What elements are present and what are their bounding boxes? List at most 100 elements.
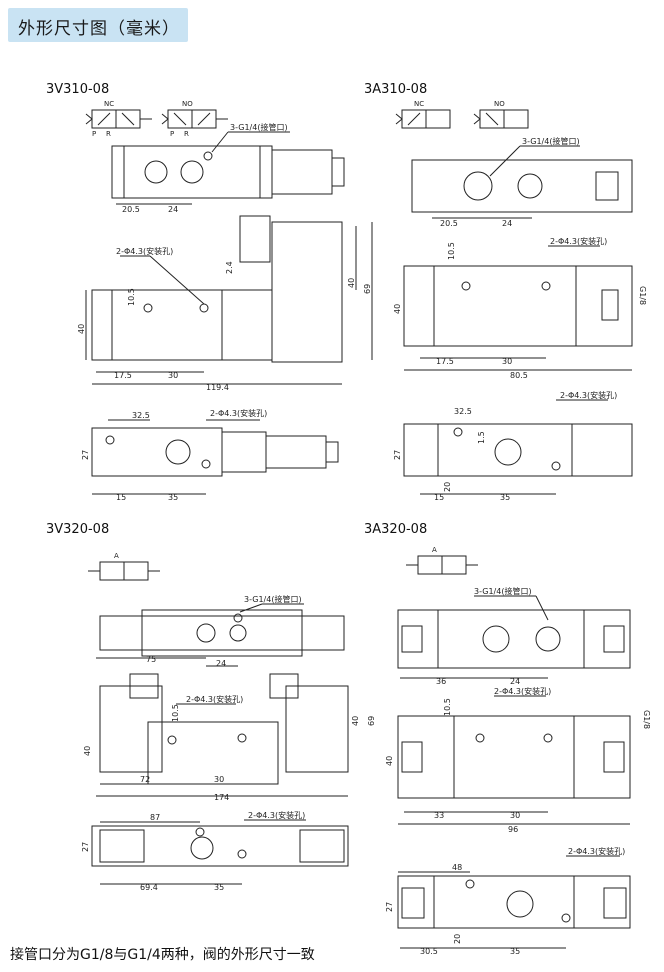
dim-40: 40 bbox=[83, 746, 92, 756]
symbol-label-r: R bbox=[184, 130, 189, 138]
dim-32-5: 32.5 bbox=[454, 407, 472, 416]
dim-87: 87 bbox=[150, 813, 160, 822]
dim-40: 40 bbox=[347, 278, 356, 288]
valve-body-front bbox=[91, 289, 273, 361]
dim-20: 20 bbox=[453, 934, 462, 944]
valve-body-top bbox=[411, 159, 633, 213]
annotation-port: 3-G1/4(接管口) bbox=[522, 136, 580, 146]
dim-96: 96 bbox=[508, 825, 518, 834]
dim-30: 30 bbox=[168, 371, 178, 380]
symbol-label-p: P bbox=[170, 130, 174, 138]
dim-10-5: 10.5 bbox=[443, 698, 452, 716]
dim-27: 27 bbox=[385, 902, 394, 912]
dim-20-5: 20.5 bbox=[440, 219, 458, 228]
dim-40: 40 bbox=[77, 324, 86, 334]
dim-27: 27 bbox=[81, 842, 90, 852]
dim-32-5: 32.5 bbox=[132, 411, 150, 420]
annotation-mount-hole: 2-Φ4.3(安装孔) bbox=[116, 246, 173, 256]
dim-1-5: 1.5 bbox=[477, 431, 486, 444]
valve-body-front bbox=[403, 265, 633, 347]
model-label-3v310: 3V310-08 bbox=[46, 82, 110, 97]
annotation-mount-hole: 2-Φ4.3(安装孔) bbox=[186, 694, 243, 704]
model-label-3a310: 3A310-08 bbox=[364, 82, 428, 97]
annotation-mount-hole: 2-Φ4.3(安装孔) bbox=[210, 408, 267, 418]
dim-24: 24 bbox=[168, 205, 178, 214]
annotation-mount-hole: 2-Φ4.3(安装孔) bbox=[568, 846, 625, 856]
dim-33: 33 bbox=[434, 811, 444, 820]
annotation-mount-hole: 2-Φ4.3(安装孔) bbox=[550, 236, 607, 246]
dim-10-5: 10.5 bbox=[127, 288, 136, 306]
dim-27: 27 bbox=[393, 450, 402, 460]
dim-35: 35 bbox=[214, 883, 224, 892]
annotation-port: 3-G1/4(接管口) bbox=[474, 586, 532, 596]
dim-20-5: 20.5 bbox=[122, 205, 140, 214]
dim-20: 20 bbox=[443, 482, 452, 492]
dim-30: 30 bbox=[510, 811, 520, 820]
dim-24: 24 bbox=[502, 219, 512, 228]
valve-symbol: A bbox=[88, 552, 160, 581]
title-bar: 外形尺寸图（毫米） bbox=[8, 8, 188, 42]
drawing-3v310: NC P R NO P R 3-G1/4(接管口) 20.5 24 2- bbox=[77, 100, 373, 502]
annotation-port: 3-G1/4(接管口) bbox=[230, 122, 288, 132]
valve-body-side bbox=[397, 875, 631, 929]
valve-body-side bbox=[91, 427, 223, 477]
valve-body-top bbox=[397, 609, 631, 669]
dim-69: 69 bbox=[363, 284, 372, 294]
dim-36: 36 bbox=[436, 677, 446, 686]
valve-symbol-nc: NC bbox=[395, 100, 451, 129]
valve-symbol: A bbox=[406, 546, 478, 575]
annotation-mount-hole: 2-Φ4.3(安装孔) bbox=[560, 390, 617, 400]
drawing-3v320: A 3-G1/4(接管口) 75 24 2-Φ4.3(安装孔) 10.5 40 … bbox=[81, 552, 376, 892]
valve-symbol-nc: NC P R bbox=[85, 100, 152, 138]
symbol-label-no: NO bbox=[494, 100, 505, 108]
valve-body-top bbox=[111, 145, 273, 199]
dim-2-4: 2.4 bbox=[225, 261, 234, 274]
dim-174: 174 bbox=[214, 793, 229, 802]
valve-symbol-no: NO bbox=[473, 100, 529, 129]
dim-24: 24 bbox=[510, 677, 520, 686]
footer-note: 接管口分为G1/8与G1/4两种，阀的外形尺寸一致 bbox=[10, 947, 315, 963]
dim-15: 15 bbox=[116, 493, 126, 502]
dim-30: 30 bbox=[502, 357, 512, 366]
dim-27: 27 bbox=[81, 450, 90, 460]
dim-17-5: 17.5 bbox=[436, 357, 454, 366]
dim-119-4: 119.4 bbox=[206, 383, 229, 392]
dim-48: 48 bbox=[452, 863, 462, 872]
annotation-port: 3-G1/4(接管口) bbox=[244, 594, 302, 604]
dim-35: 35 bbox=[500, 493, 510, 502]
dim-69-4: 69.4 bbox=[140, 883, 158, 892]
symbol-label-a: A bbox=[114, 552, 119, 560]
symbol-label-r: R bbox=[106, 130, 111, 138]
dim-35: 35 bbox=[168, 493, 178, 502]
valve-body-side bbox=[403, 423, 633, 477]
annotation-g18: G1/8 bbox=[638, 286, 647, 305]
dim-40: 40 bbox=[385, 756, 394, 766]
dim-30-5: 30.5 bbox=[420, 947, 438, 956]
annotation-mount-hole: 2-Φ4.3(安装孔) bbox=[494, 686, 551, 696]
valve-body-top bbox=[99, 615, 345, 651]
symbol-label-nc: NC bbox=[104, 100, 114, 108]
dim-72: 72 bbox=[140, 775, 150, 784]
valve-symbol-no: NO P R bbox=[161, 100, 228, 138]
annotation-g18: G1/8 bbox=[642, 710, 651, 729]
dim-75: 75 bbox=[146, 655, 156, 664]
drawing-3a310: NC NO 3-G1/4(接管口) 20.5 24 2-Φ4.3(安装孔) 10… bbox=[393, 100, 647, 502]
dim-10-5: 10.5 bbox=[171, 704, 180, 722]
symbol-label-nc: NC bbox=[414, 100, 424, 108]
dim-35: 35 bbox=[510, 947, 520, 956]
dim-80-5: 80.5 bbox=[510, 371, 528, 380]
dim-30: 30 bbox=[214, 775, 224, 784]
page-title: 外形尺寸图（毫米） bbox=[18, 19, 180, 39]
dim-24: 24 bbox=[216, 659, 226, 668]
symbol-label-no: NO bbox=[182, 100, 193, 108]
dim-40: 40 bbox=[393, 304, 402, 314]
model-label-3v320: 3V320-08 bbox=[46, 522, 110, 537]
valve-body-side bbox=[91, 825, 349, 867]
dim-15: 15 bbox=[434, 493, 444, 502]
valve-body-front bbox=[397, 715, 631, 799]
dim-10-5: 10.5 bbox=[447, 242, 456, 260]
dim-69: 69 bbox=[367, 716, 376, 726]
symbol-label-a: A bbox=[432, 546, 437, 554]
valve-body-front bbox=[147, 721, 279, 785]
